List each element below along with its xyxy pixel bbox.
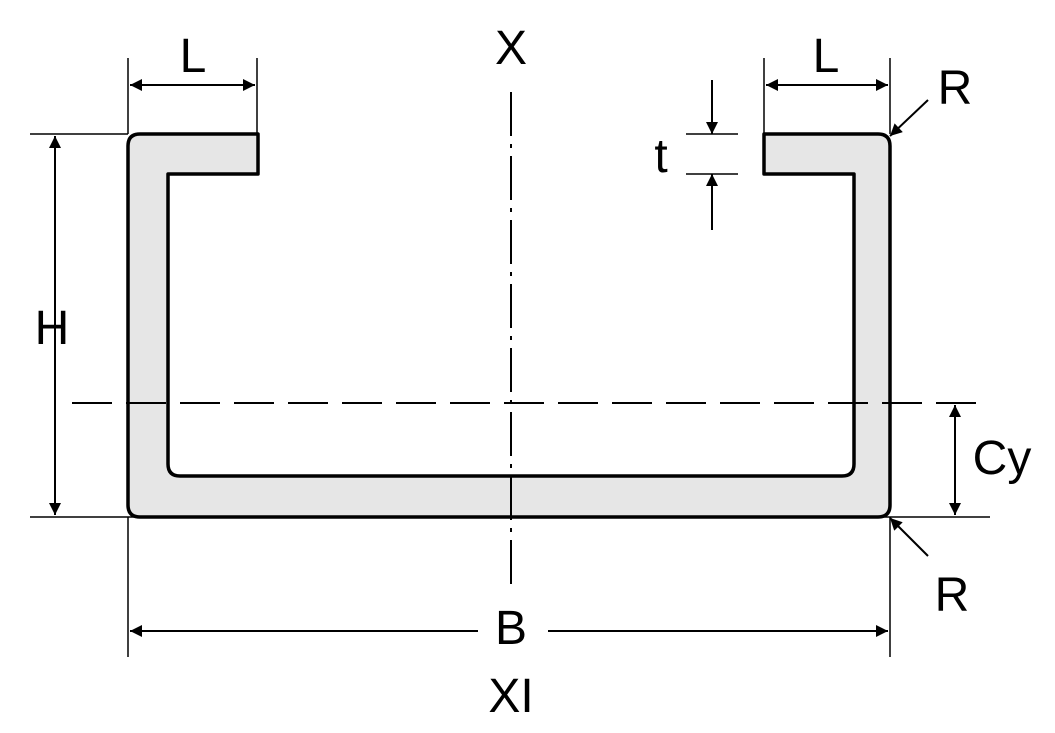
label-width: B	[495, 602, 527, 655]
label-centroid-y: Cy	[973, 432, 1032, 485]
label-thickness: t	[654, 130, 667, 183]
radius-leader-bottom	[889, 517, 929, 557]
label-flange-length-left: L	[180, 30, 207, 83]
label-radius-bottom: R	[935, 569, 970, 622]
label-radius-top: R	[938, 62, 973, 115]
radius-leader-top	[889, 99, 929, 137]
channel-profile-shape	[126, 132, 892, 519]
axis-label-top: X	[495, 22, 527, 75]
axis-label-bottom: XI	[488, 670, 533, 723]
label-flange-length-right: L	[813, 30, 840, 83]
label-height: H	[35, 302, 70, 355]
